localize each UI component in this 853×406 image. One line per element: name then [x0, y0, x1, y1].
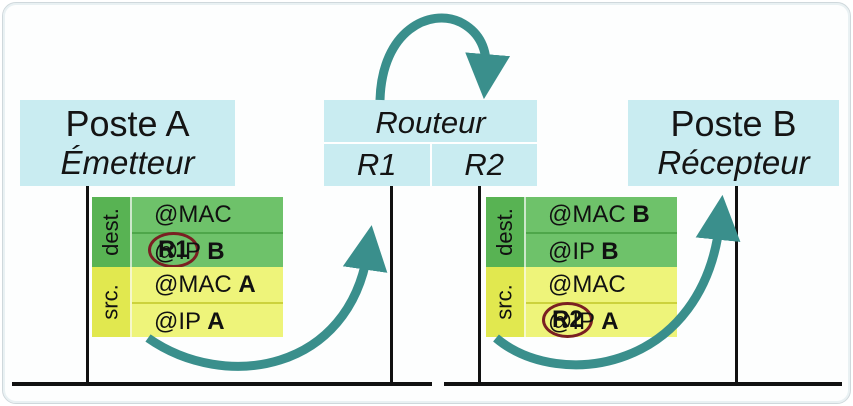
frame-2-src-label: src.	[486, 267, 526, 337]
poste-b-box: Poste B Récepteur	[628, 100, 839, 186]
arrow-over-routeur	[375, 13, 511, 101]
frame-1-src-section: src. @MAC A @IP A	[92, 267, 283, 337]
frame-2-dest-ip: @IP B	[526, 232, 677, 267]
frame-2-src-section: src. @MAC R2 @IP A	[486, 267, 677, 338]
frame-2-table: dest. @MAC B @IP B src. @MAC R2 @IP A	[486, 197, 677, 338]
pole-poste-a	[86, 186, 89, 384]
pole-routeur	[390, 186, 393, 384]
routeur-port-r1: R1	[356, 147, 397, 182]
frame-1-dest-ip: @IP B	[132, 232, 283, 267]
ground-line-left	[12, 382, 432, 386]
frame-2-src-ip: @IP A	[526, 302, 677, 337]
arrow-a-to-routeur	[145, 225, 388, 371]
frame-1-src-ip: @IP A	[132, 302, 283, 337]
frame-1-src-mac: @MAC A	[132, 267, 283, 302]
frame-2-dest-label: dest.	[486, 197, 526, 267]
frame-1-dest-section: dest. @MAC R1 @IP B	[92, 197, 283, 268]
arrow-routeur-to-b	[493, 194, 741, 370]
routeur-port-r2: R2	[429, 144, 538, 186]
poste-a-box: Poste A Émetteur	[20, 100, 235, 186]
poste-a-title: Poste A	[65, 103, 190, 144]
frame-1-table: dest. @MAC R1 @IP B src. @MAC A @IP A	[92, 197, 283, 337]
routeur-title: Routeur	[324, 100, 537, 144]
ground-line-right	[444, 382, 842, 386]
frame-2-dest-mac: @MAC B	[526, 197, 677, 232]
frame-1-src-label: src.	[92, 267, 132, 337]
routeur-box: Routeur R1 R2	[324, 100, 537, 186]
poste-b-title: Poste B	[670, 103, 797, 144]
frame-2-dest-section: dest. @MAC B @IP B	[486, 197, 677, 267]
frame-1-dest-label: dest.	[92, 197, 132, 267]
pole-poste-b	[735, 186, 738, 384]
poste-b-subtitle: Récepteur	[657, 144, 810, 181]
routeur-ports: R1 R2	[324, 144, 537, 186]
pole-routeur-r2	[478, 186, 481, 384]
poste-a-subtitle: Émetteur	[60, 144, 195, 181]
